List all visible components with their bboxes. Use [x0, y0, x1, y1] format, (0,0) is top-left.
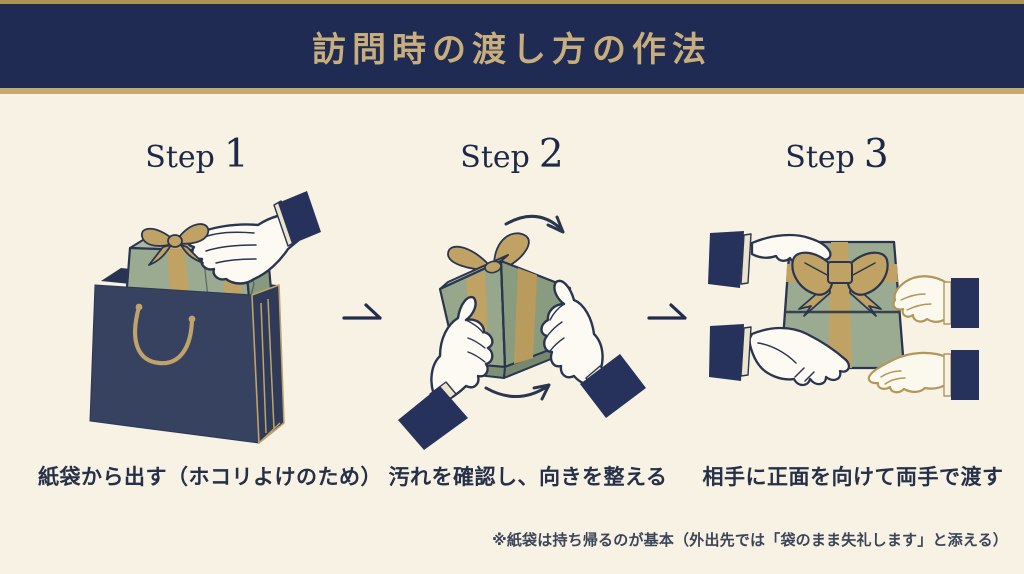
ribbon-bow-icon	[140, 223, 210, 266]
gift-out-of-paper-bag-illustration	[75, 185, 340, 454]
sleeve-cuff	[580, 354, 646, 418]
step-word: Step	[785, 140, 855, 175]
gift-out-of-paper-bag-icon	[89, 191, 321, 444]
step-word: Step	[145, 140, 215, 175]
sleeve-cuff	[951, 278, 979, 328]
page-title: 訪問時の渡し方の作法	[312, 29, 712, 70]
giver-hands	[708, 231, 850, 387]
rotate-arrow-bottom-icon	[484, 383, 551, 401]
receiver-hands	[867, 275, 979, 400]
arrow-right-icon	[645, 288, 689, 328]
rotate-arrow-top-icon	[504, 214, 565, 234]
step-1-caption: 紙袋から出す（ホコリよけのため）	[38, 465, 382, 489]
step-1-label: Step 1	[97, 132, 297, 177]
right-hand	[540, 279, 646, 418]
step-3-label: Step 3	[737, 132, 937, 177]
sleeve-cuff	[708, 231, 744, 288]
ribbon-bow-icon	[791, 251, 889, 317]
footnote: ※紙袋は持ち帰るのが基本（外出先では「袋のまま失礼します」と添える）	[492, 531, 1008, 549]
step-word: Step	[460, 140, 530, 175]
rotating-gift-illustration	[390, 192, 650, 456]
arrow-right-icon	[340, 288, 384, 328]
paper-bag	[89, 284, 285, 444]
step-2-label: Step 2	[412, 132, 612, 177]
step-2-caption: 汚れを確認し、向きを整える	[388, 465, 668, 489]
handing-over-gift-icon	[708, 231, 979, 400]
sleeve-cuff	[951, 350, 979, 400]
title-banner: 訪問時の渡し方の作法	[0, 0, 1024, 94]
sleeve-cuff	[273, 191, 321, 247]
step-number: 1	[223, 132, 249, 177]
left-hand	[398, 295, 494, 450]
bag-handle	[133, 304, 195, 366]
sleeve-cuff	[709, 324, 744, 381]
step-number: 3	[863, 132, 889, 177]
reaching-hand	[186, 211, 302, 285]
handing-over-gift-illustration	[695, 212, 1015, 426]
sleeve-cuff	[398, 386, 468, 450]
step-number: 2	[538, 132, 564, 177]
rotating-gift-icon	[398, 214, 646, 450]
step-3-caption: 相手に正面を向けて両手で渡す	[702, 465, 1004, 489]
